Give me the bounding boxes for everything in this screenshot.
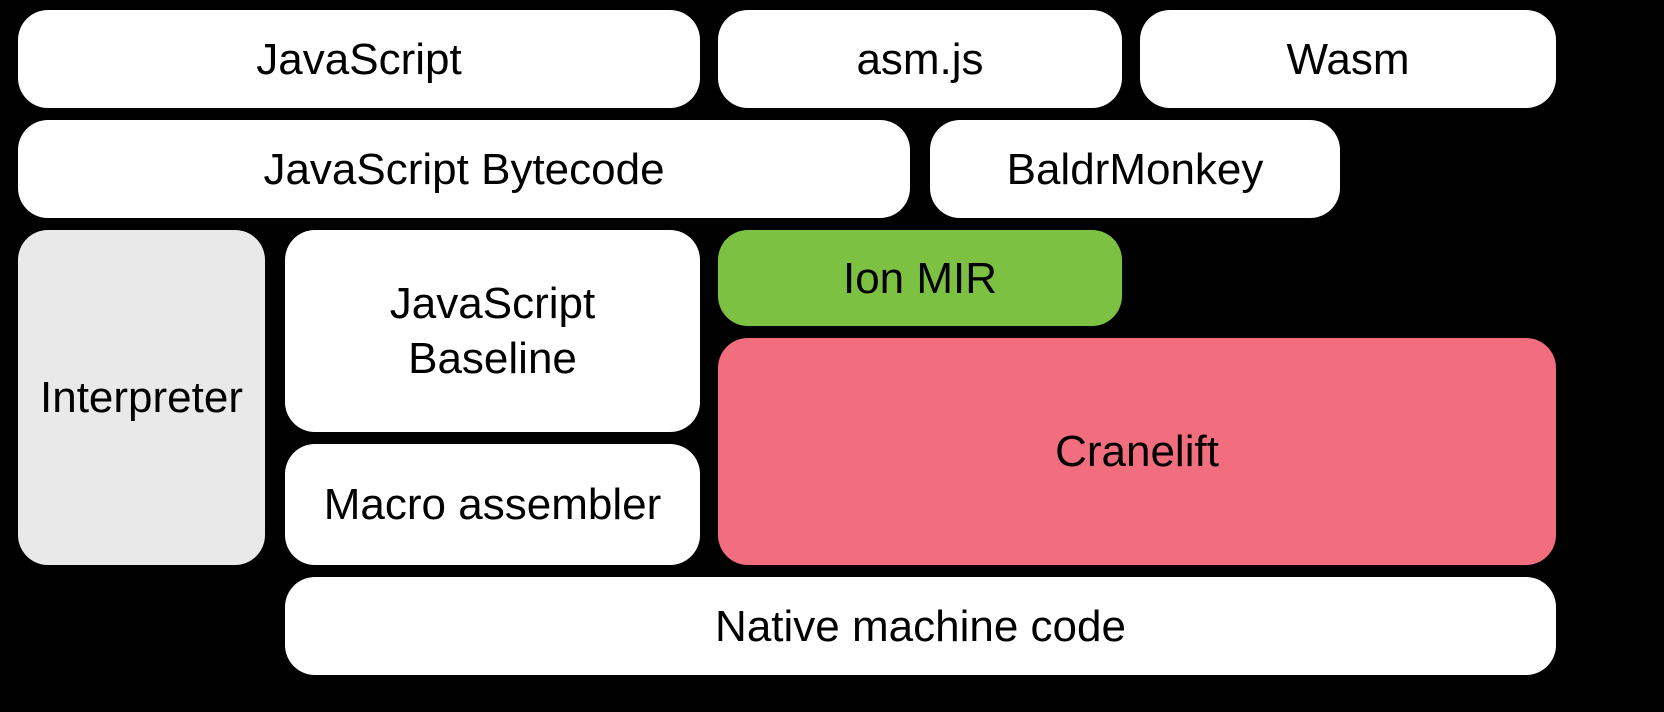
box-macro-assembler: Macro assembler: [285, 444, 700, 565]
box-cranelift: Cranelift: [718, 338, 1556, 565]
box-interpreter-label: Interpreter: [40, 373, 243, 422]
box-cranelift-label: Cranelift: [1055, 427, 1219, 476]
box-asmjs: asm.js: [718, 10, 1122, 108]
box-native-machine-code: Native machine code: [285, 577, 1556, 675]
box-native-machine-code-label: Native machine code: [715, 601, 1126, 651]
box-macro-assembler-label: Macro assembler: [323, 480, 662, 529]
box-ion-mir-label: Ion MIR: [842, 253, 998, 303]
box-javascript-bytecode: JavaScript Bytecode: [18, 120, 910, 218]
box-javascript: JavaScript: [18, 10, 700, 108]
box-wasm-label: Wasm: [1286, 34, 1410, 84]
box-asmjs-label: asm.js: [856, 34, 984, 84]
box-javascript-bytecode-label: JavaScript Bytecode: [263, 144, 665, 194]
box-baldrmonkey-label: BaldrMonkey: [1006, 144, 1264, 194]
box-ion-mir: Ion MIR: [718, 230, 1122, 326]
box-baldrmonkey: BaldrMonkey: [930, 120, 1340, 218]
box-interpreter: Interpreter: [18, 230, 265, 565]
box-javascript-label: JavaScript: [256, 34, 462, 84]
box-javascript-baseline-label: JavaScript Baseline: [389, 279, 596, 383]
box-wasm: Wasm: [1140, 10, 1556, 108]
box-javascript-baseline: JavaScript Baseline: [285, 230, 700, 432]
